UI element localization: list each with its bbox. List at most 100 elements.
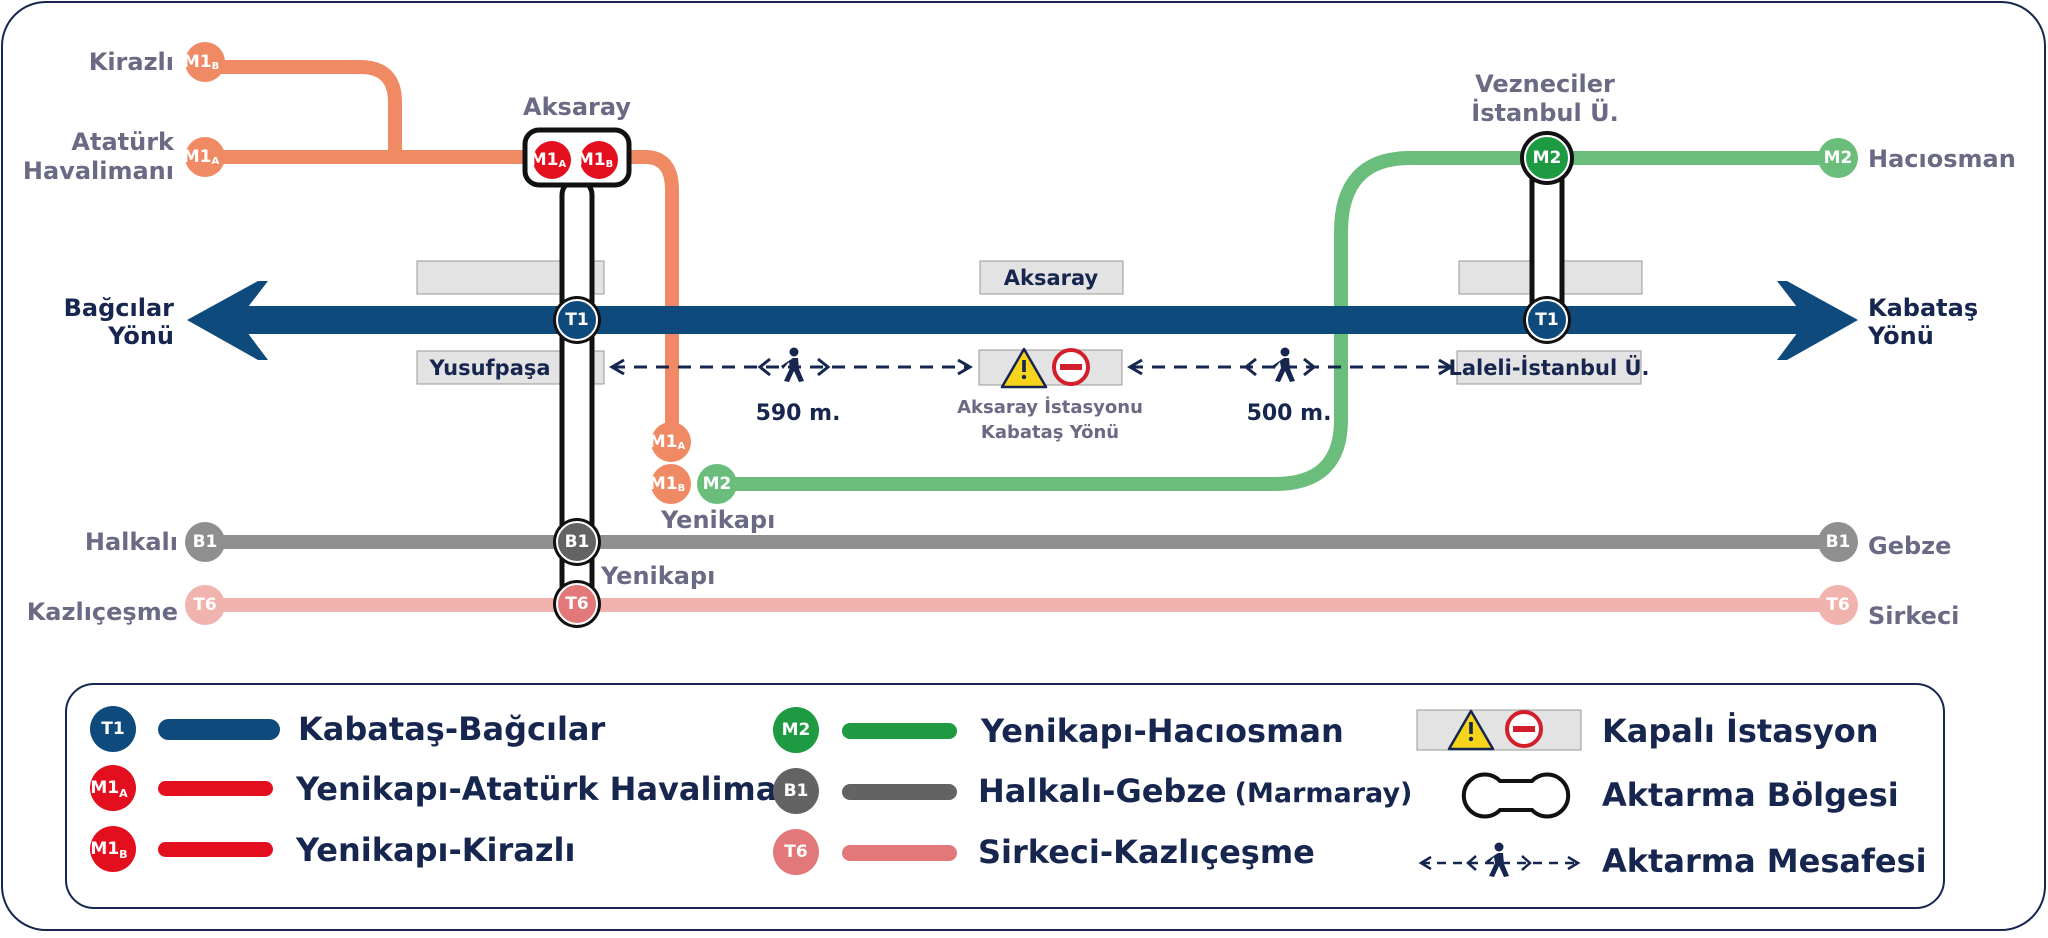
- svg-text:M2: M2: [1824, 148, 1853, 168]
- legend-item-t6: T6 Sirkeci-Kazlıçeşme: [773, 829, 1315, 875]
- label-dist-left: 590 m.: [756, 401, 841, 426]
- svg-text:T6: T6: [784, 842, 807, 862]
- svg-text:Yenikapı-Atatürk Havalimanı: Yenikapı-Atatürk Havalimanı: [295, 770, 811, 808]
- badge-m1b-aksaray: M1B: [577, 141, 618, 179]
- svg-text:M1B: M1B: [649, 474, 685, 494]
- label-yenikapi-b: Yenikapı: [600, 562, 715, 590]
- m2-line: [717, 151, 1835, 491]
- legend-item-t1: T1 Kabataş-Bağcılar: [90, 706, 606, 752]
- label-ataturk-1: Atatürk: [71, 128, 175, 156]
- svg-text:M1A: M1A: [183, 147, 220, 167]
- svg-text:T1: T1: [101, 719, 124, 739]
- label-bagcilar-1: Bağcılar: [64, 294, 175, 322]
- label-laleli: Laleli-İstanbul Ü.: [1448, 355, 1649, 380]
- label-aksaray-top: Aksaray: [523, 93, 631, 121]
- svg-text:T1: T1: [1535, 310, 1558, 330]
- svg-text:B1: B1: [1826, 532, 1851, 552]
- badge-t6-sirkeci: T6: [1818, 585, 1858, 625]
- svg-text:Kabataş-Bağcılar: Kabataş-Bağcılar: [298, 710, 606, 748]
- badge-m2-haciosman: M2: [1818, 138, 1858, 178]
- label-vezneciler-2: İstanbul Ü.: [1471, 97, 1618, 127]
- svg-text:M2: M2: [703, 474, 732, 494]
- badge-m1a-aksaray: M1A: [530, 141, 571, 179]
- svg-text:M1B: M1B: [577, 150, 613, 170]
- svg-text:M1A: M1A: [530, 150, 567, 170]
- platform-box-aksaray: [979, 260, 1124, 295]
- label-yusufpasa: Yusufpaşa: [428, 356, 550, 380]
- label-dist-right: 500 m.: [1247, 401, 1332, 426]
- svg-text:Aktarma Mesafesi: Aktarma Mesafesi: [1602, 842, 1927, 880]
- m1b-line-kirazli-branch: [205, 60, 402, 157]
- badge-t1-laleli: T1: [1523, 296, 1571, 344]
- transfer-distance-right: [1127, 357, 1454, 377]
- platform-box-closed-aksaray: [978, 349, 1123, 386]
- svg-text:Yenikapı-Kirazlı: Yenikapı-Kirazlı: [295, 831, 575, 869]
- label-closed-1: Aksaray İstasyonu: [957, 396, 1143, 418]
- label-ataturk-2: Havalimanı: [23, 157, 174, 185]
- label-haciosman: Hacıosman: [1868, 145, 2016, 173]
- legend-item-transfer-zone: Aktarma Bölgesi: [1461, 772, 1899, 819]
- label-kirazli: Kirazlı: [89, 48, 174, 76]
- label-bagcilar-2: Yönü: [107, 322, 174, 350]
- m1-line-to-yenikapi: [615, 150, 679, 442]
- badge-m2-yenikapi: M2: [697, 464, 737, 504]
- label-kabatas-1: Kabataş: [1868, 294, 1978, 322]
- svg-text:M1B: M1B: [183, 52, 219, 72]
- svg-text:Kapalı İstasyon: Kapalı İstasyon: [1602, 712, 1878, 750]
- label-vezneciler-1: Vezneciler: [1475, 70, 1615, 98]
- badge-m1b-kirazli: M1B: [183, 42, 225, 82]
- badge-m1b-yenikapi: M1B: [649, 464, 691, 504]
- badge-m1a-yenikapi: M1A: [649, 422, 691, 462]
- arrow-right-icon: [1777, 281, 1858, 360]
- legend-item-b1: B1 Halkalı-Gebze(Marmaray): [773, 768, 1412, 814]
- t1-line: [232, 306, 1822, 334]
- walking-person-icon: [1272, 347, 1295, 382]
- svg-text:T6: T6: [565, 594, 588, 614]
- legend-item-m1a: M1A Yenikapı-Atatürk Havalimanı: [90, 765, 811, 811]
- badge-b1-halkali: B1: [185, 522, 225, 562]
- svg-text:T6: T6: [1826, 595, 1849, 615]
- svg-text:B1: B1: [565, 532, 590, 552]
- badge-b1-yenikapi: B1: [553, 518, 601, 566]
- transfer-zone-icon: [1461, 772, 1571, 819]
- label-kabatas-2: Yönü: [1867, 322, 1934, 350]
- label-aksaray-t1: Aksaray: [1004, 266, 1099, 290]
- badge-m1a-ataturk: M1A: [183, 137, 225, 177]
- badge-m2-vezneciler: M2: [1520, 131, 1574, 185]
- svg-text:M1A: M1A: [90, 778, 128, 800]
- arrow-left-icon: [187, 281, 268, 360]
- walking-person-icon: [781, 347, 804, 382]
- svg-text:M2: M2: [1533, 148, 1562, 168]
- label-gebze: Gebze: [1868, 532, 1951, 560]
- svg-text:T1: T1: [565, 310, 588, 330]
- svg-text:M2: M2: [782, 720, 811, 740]
- badge-t1-yusufpasa: T1: [553, 296, 601, 344]
- legend-item-m2: M2 Yenikapı-Hacıosman: [773, 707, 1344, 753]
- svg-text:B1: B1: [193, 532, 218, 552]
- label-halkali: Halkalı: [85, 528, 178, 556]
- legend-item-m1b: M1B Yenikapı-Kirazlı: [90, 826, 575, 872]
- svg-text:T6: T6: [193, 595, 216, 615]
- label-closed-2: Kabataş Yönü: [981, 422, 1119, 443]
- svg-text:Halkalı-Gebze(Marmaray): Halkalı-Gebze(Marmaray): [978, 772, 1412, 810]
- badge-t6-kazlicesme: T6: [185, 585, 225, 625]
- platform-box-laleli: [1456, 350, 1642, 385]
- label-yenikapi-m: Yenikapı: [660, 506, 775, 534]
- svg-text:M1A: M1A: [649, 432, 686, 452]
- label-kazlicesme: Kazlıçeşme: [27, 598, 178, 626]
- svg-text:Sirkeci-Kazlıçeşme: Sirkeci-Kazlıçeşme: [978, 833, 1315, 871]
- svg-text:Yenikapı-Hacıosman: Yenikapı-Hacıosman: [980, 712, 1344, 750]
- badge-t6-yenikapi: T6: [553, 580, 601, 628]
- svg-text:M1B: M1B: [90, 839, 127, 861]
- svg-text:Aktarma Bölgesi: Aktarma Bölgesi: [1602, 776, 1899, 814]
- legend-item-transfer-distance: Aktarma Mesafesi: [1418, 842, 1927, 880]
- label-sirkeci: Sirkeci: [1868, 602, 1959, 630]
- svg-text:B1: B1: [784, 781, 809, 801]
- no-entry-icon: [1505, 710, 1543, 748]
- no-entry-icon: [1052, 348, 1090, 386]
- badge-b1-gebze: B1: [1818, 522, 1858, 562]
- legend-item-closed: Kapalı İstasyon: [1416, 709, 1878, 751]
